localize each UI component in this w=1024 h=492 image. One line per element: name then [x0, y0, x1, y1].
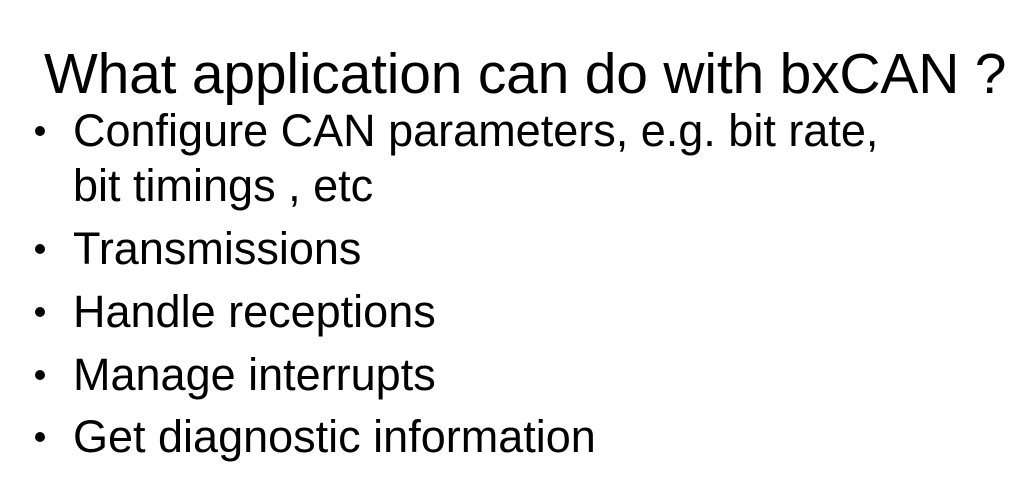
list-item-label: Manage interrupts	[73, 348, 436, 400]
list-item-label: Configure CAN parameters, e.g. bit rate,…	[73, 105, 879, 211]
page-title: What application can do with bxCAN ?	[44, 42, 1007, 107]
list-item: Get diagnostic information	[0, 410, 1024, 465]
list-item: Handle receptions	[0, 285, 1024, 340]
bullet-dot-icon	[35, 369, 45, 380]
list-item-label: Get diagnostic information	[73, 411, 596, 463]
bullet-list: Configure CAN parameters, e.g. bit rate,…	[0, 104, 1024, 465]
list-item: Transmissions	[0, 222, 1024, 277]
bullet-dot-icon	[35, 243, 45, 254]
bullet-dot-icon	[35, 306, 45, 317]
bullet-dot-icon	[35, 432, 45, 443]
list-item-label: Transmissions	[73, 222, 362, 274]
list-item: Configure CAN parameters, e.g. bit rate,…	[0, 104, 1024, 214]
list-item-label: Handle receptions	[73, 285, 436, 337]
list-item: Manage interrupts	[0, 348, 1024, 403]
bullet-dot-icon	[35, 126, 45, 136]
